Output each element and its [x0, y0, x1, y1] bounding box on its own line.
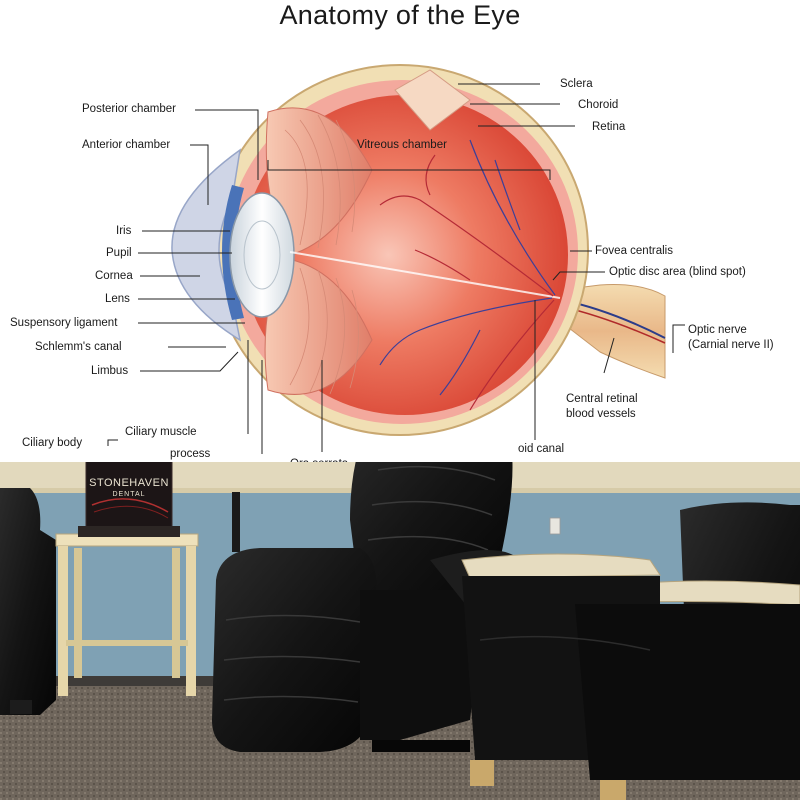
ciliary-body-lower — [264, 257, 373, 395]
label-optic-nerve-sub: (Carnial nerve II) — [688, 339, 774, 351]
label-vitreous-chamber: Vitreous chamber — [357, 139, 447, 151]
right-chair — [461, 502, 800, 800]
label-blood-vessels: blood vessels — [566, 408, 636, 420]
book-title: STONEHAVEN — [89, 477, 169, 489]
eye-diagram — [107, 64, 685, 454]
retinal-blood-vessels — [379, 139, 556, 411]
left-chair — [0, 488, 56, 715]
label-schlemms-canal: Schlemm's canal — [35, 341, 122, 353]
label-ciliary-muscle: Ciliary muscle — [125, 426, 197, 438]
label-ora-serrata-partial: Ora serrata — [290, 458, 349, 464]
label-ciliary-process-partial: process — [170, 448, 211, 460]
label-sclera: Sclera — [560, 78, 593, 90]
book-subtitle: DENTAL — [112, 491, 145, 498]
waiting-room-scene: STONEHAVEN DENTAL — [0, 462, 800, 800]
label-central-retinal: Central retinal — [566, 393, 638, 405]
label-hyaloid-canal-partial: oid canal — [518, 443, 565, 455]
label-cornea: Cornea — [95, 270, 133, 282]
cornea — [171, 148, 242, 342]
label-pupil: Pupil — [106, 247, 132, 259]
label-limbus: Limbus — [91, 365, 129, 377]
label-fovea-centralis: Fovea centralis — [595, 245, 673, 257]
label-suspensory-ligament: Suspensory ligament — [10, 317, 118, 329]
label-lens: Lens — [105, 293, 130, 305]
label-anterior-chamber: Anterior chamber — [82, 139, 171, 151]
lens — [229, 192, 295, 318]
label-optic-disc: Optic disc area (blind spot) — [609, 266, 746, 278]
label-choroid: Choroid — [578, 99, 619, 111]
ciliary-body-upper — [265, 107, 373, 256]
label-ciliary-body: Ciliary body — [22, 437, 83, 449]
label-posterior-chamber: Posterior chamber — [82, 103, 176, 115]
book — [85, 462, 173, 529]
label-retina: Retina — [592, 121, 626, 133]
wall-outlet — [549, 517, 561, 535]
poster-title: Anatomy of the Eye — [279, 0, 521, 30]
label-optic-nerve: Optic nerve — [688, 324, 747, 336]
label-iris: Iris — [116, 225, 132, 237]
